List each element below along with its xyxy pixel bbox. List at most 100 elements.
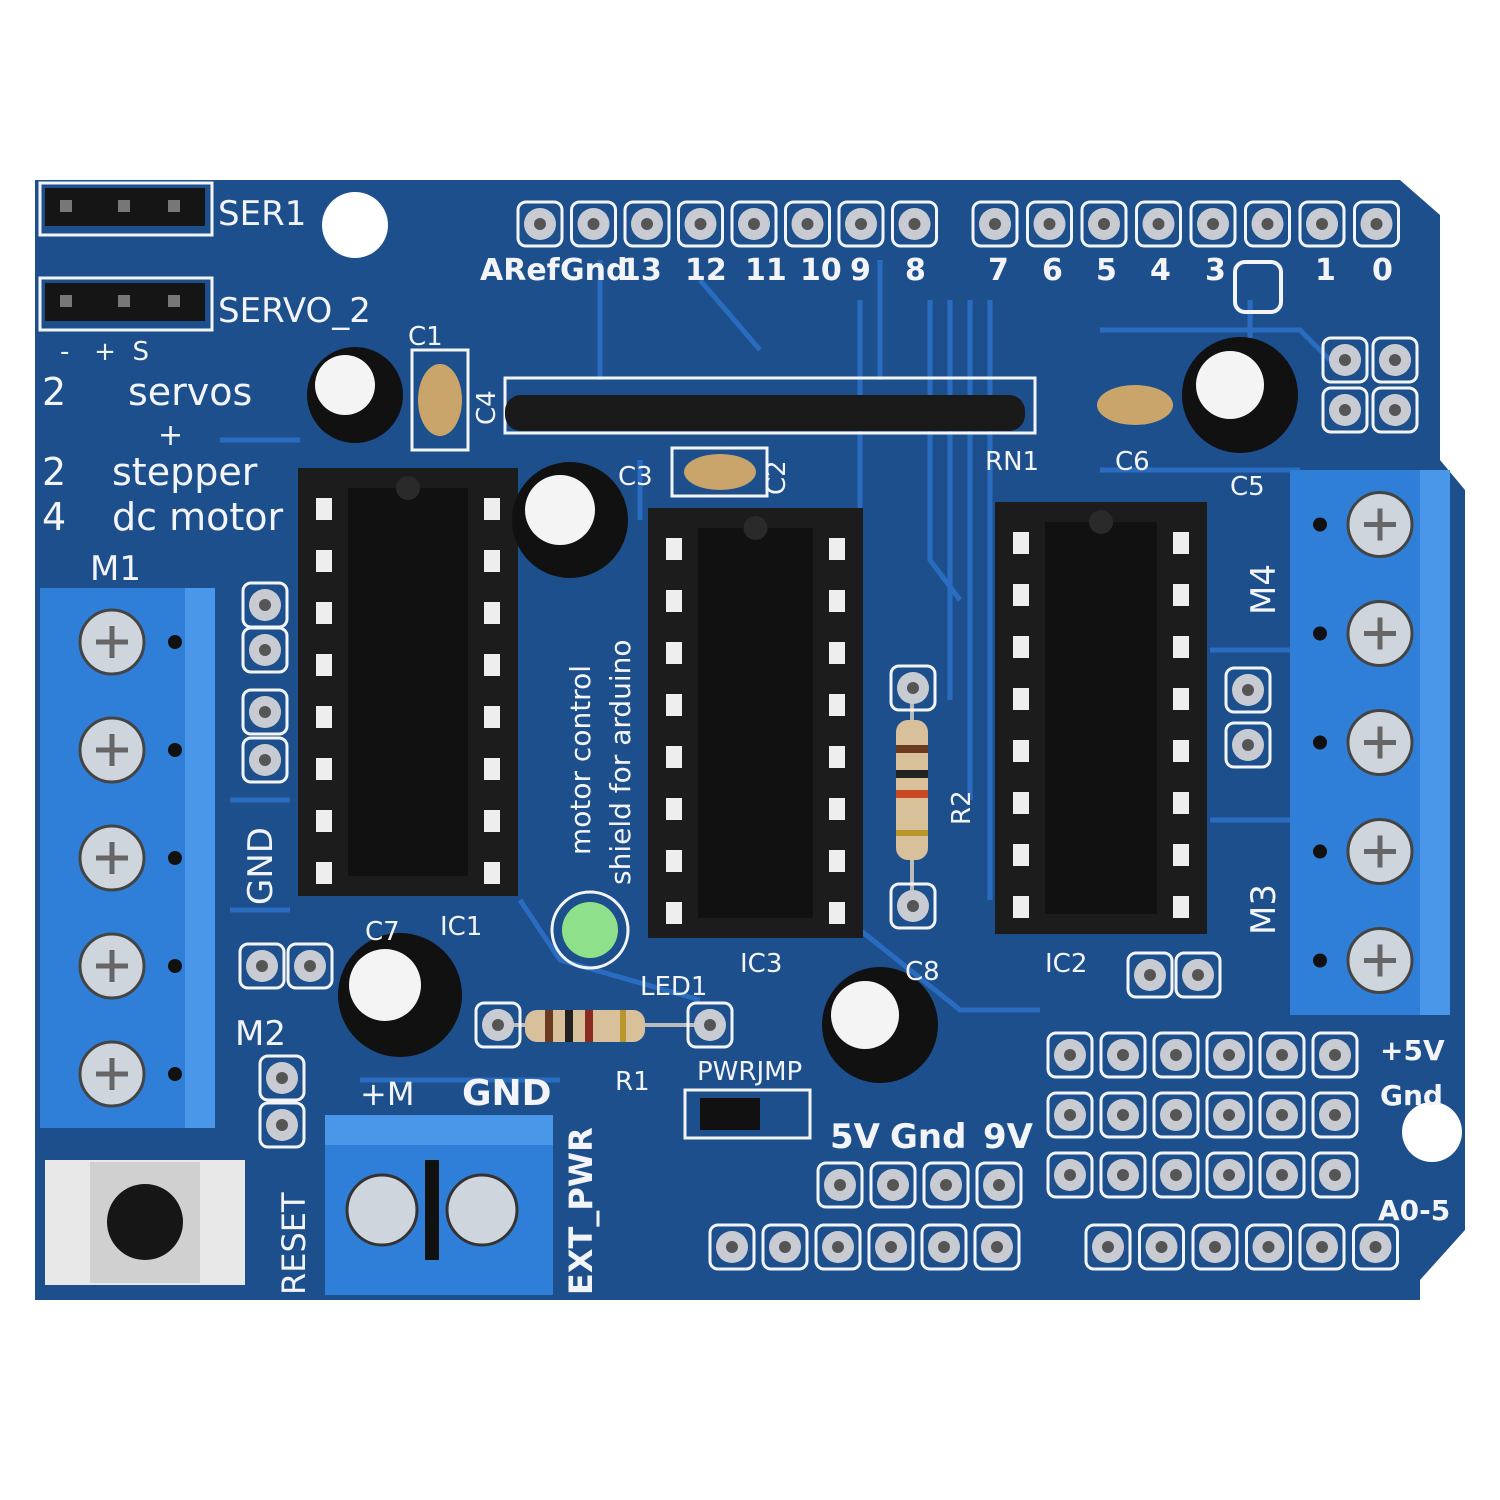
header-pin-power[interactable] (867, 1223, 915, 1271)
header-pin-power[interactable] (973, 1223, 1021, 1271)
capacitor-c1-electrolytic (307, 347, 403, 443)
solder-pad[interactable] (241, 626, 289, 674)
solder-pad[interactable] (474, 1001, 522, 1049)
solder-pad[interactable] (1371, 336, 1419, 384)
proto-pad[interactable] (1311, 1091, 1359, 1139)
header-pin[interactable] (1298, 200, 1346, 248)
servo-header-servo2[interactable] (38, 276, 214, 332)
proto-pad[interactable] (869, 1161, 917, 1209)
proto-pad[interactable] (1046, 1151, 1094, 1199)
header-pin-analog[interactable] (1298, 1223, 1346, 1271)
header-pin[interactable] (1135, 200, 1182, 248)
board-title-line1: motor control (564, 665, 597, 855)
header-pin-power[interactable] (920, 1223, 968, 1271)
reset-button[interactable] (45, 1160, 245, 1285)
label-ic2: IC2 (1045, 949, 1087, 979)
header-pin[interactable] (784, 200, 831, 248)
solder-pad[interactable] (1224, 721, 1272, 769)
header-pin[interactable] (971, 200, 1019, 248)
label-c1: C1 (408, 322, 443, 352)
solder-pad[interactable] (238, 942, 286, 990)
proto-pad[interactable] (1099, 1031, 1147, 1079)
solder-pad[interactable] (1224, 666, 1272, 714)
header-pin[interactable] (1353, 200, 1400, 248)
label-c7: C7 (365, 917, 400, 947)
header-pin[interactable] (623, 200, 671, 248)
capacitor-c6-ceramic (1097, 385, 1173, 425)
header-pin-analog[interactable] (1138, 1223, 1185, 1271)
header-pin[interactable] (570, 200, 617, 248)
label-plus5v: +5V (1380, 1034, 1445, 1067)
solder-pad[interactable] (258, 1054, 306, 1102)
proto-pad[interactable] (1258, 1031, 1306, 1079)
header-pin[interactable] (677, 200, 724, 248)
header-pin[interactable] (1189, 200, 1237, 248)
proto-pad[interactable] (1046, 1091, 1094, 1139)
solder-pad[interactable] (1321, 386, 1369, 434)
proto-pad[interactable] (1205, 1151, 1253, 1199)
header-pin[interactable] (730, 200, 778, 248)
terminal-block-left-m1-m2[interactable] (40, 588, 215, 1128)
header-pin[interactable] (516, 200, 564, 248)
label-ic1: IC1 (440, 912, 482, 942)
ext-power-terminal-block[interactable] (325, 1115, 553, 1295)
label-pwrjmp: PWRJMP (697, 1057, 802, 1087)
header-pin-analog[interactable] (1352, 1223, 1399, 1271)
proto-pad[interactable] (1099, 1151, 1147, 1199)
header-pin-power[interactable] (761, 1223, 809, 1271)
label-rn1: RN1 (985, 447, 1039, 477)
header-pin-power[interactable] (708, 1223, 756, 1271)
solder-pad[interactable] (1321, 336, 1369, 384)
solder-pad[interactable] (1126, 951, 1174, 999)
pin-label: 12 (685, 253, 727, 288)
proto-pad[interactable] (1152, 1091, 1200, 1139)
proto-pad[interactable] (1258, 1151, 1306, 1199)
header-pin[interactable] (1026, 200, 1073, 248)
pin-label: 11 (745, 253, 787, 288)
pin-label: 4 (1150, 253, 1171, 288)
solder-pad[interactable] (686, 1001, 734, 1049)
terminal-block-right-m3-m4[interactable] (1290, 470, 1450, 1015)
via-pad (1233, 260, 1283, 314)
proto-pad[interactable] (1152, 1031, 1200, 1079)
header-pin[interactable] (837, 200, 885, 248)
proto-pad[interactable] (1258, 1091, 1306, 1139)
header-pin[interactable] (1080, 200, 1128, 248)
proto-pad[interactable] (1311, 1151, 1359, 1199)
proto-pad[interactable] (1311, 1031, 1359, 1079)
header-digital-0-7[interactable] (971, 200, 1400, 248)
label-ser1: SER1 (218, 194, 306, 234)
solder-pad[interactable] (889, 664, 937, 712)
proto-pad[interactable] (1046, 1031, 1094, 1079)
proto-pad[interactable] (1205, 1031, 1253, 1079)
led1 (550, 890, 630, 970)
label-r1: R1 (615, 1067, 650, 1097)
header-pin-analog[interactable] (1084, 1223, 1132, 1271)
header-pin-power[interactable] (814, 1223, 862, 1271)
pin-label: 1 (1315, 253, 1336, 288)
solder-pad[interactable] (241, 736, 289, 784)
solder-pad[interactable] (241, 688, 289, 736)
label-gnd-motor: GND (241, 827, 281, 905)
power-jumper[interactable] (683, 1088, 812, 1140)
solder-pad[interactable] (1371, 386, 1419, 434)
proto-pad[interactable] (922, 1161, 970, 1209)
label-servo-polarity: - + S (60, 337, 149, 367)
solder-pad[interactable] (889, 882, 937, 930)
solder-pad[interactable] (286, 942, 334, 990)
header-pin-analog[interactable] (1191, 1223, 1239, 1271)
proto-pad[interactable] (1205, 1091, 1253, 1139)
header-pin[interactable] (891, 200, 938, 248)
proto-pad[interactable] (1099, 1091, 1147, 1139)
proto-pad[interactable] (816, 1161, 864, 1209)
solder-pad[interactable] (1174, 951, 1222, 999)
header-pin-analog[interactable] (1245, 1223, 1292, 1271)
servo-header-ser1[interactable] (38, 181, 214, 237)
header-digital-8-13[interactable] (516, 200, 938, 248)
solder-pad[interactable] (258, 1101, 306, 1149)
label-gnd-power: GND (462, 1073, 552, 1114)
proto-pad[interactable] (1152, 1151, 1200, 1199)
header-pin[interactable] (1244, 200, 1291, 248)
solder-pad[interactable] (241, 581, 289, 629)
proto-pad[interactable] (975, 1161, 1023, 1209)
